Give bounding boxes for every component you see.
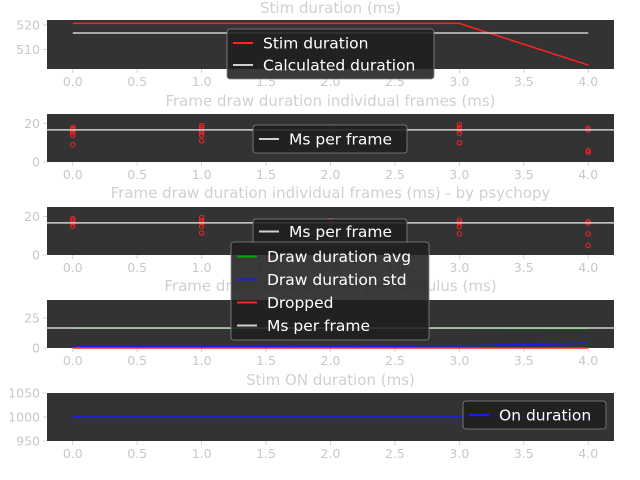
y-tick-label: 25 bbox=[24, 311, 40, 326]
x-tick-label: 1.0 bbox=[192, 260, 212, 275]
x-tick-label: 0.5 bbox=[127, 167, 147, 182]
x-tick-label: 1.5 bbox=[256, 167, 276, 182]
x-tick-label: 3.5 bbox=[514, 260, 534, 275]
data-point bbox=[456, 121, 463, 128]
y-tick-label: 20 bbox=[24, 116, 40, 131]
legend-label: Stim duration bbox=[263, 35, 368, 53]
legend: Ms per frame bbox=[252, 124, 408, 154]
data-point bbox=[198, 122, 205, 129]
y-tick-label: 520 bbox=[16, 17, 40, 32]
x-tick-label: 0.5 bbox=[127, 353, 147, 368]
series-line bbox=[72, 342, 589, 348]
y-tick-label: 1050 bbox=[8, 386, 40, 401]
x-tick-label: 3.5 bbox=[514, 167, 534, 182]
x-tick-label: 4.0 bbox=[578, 446, 598, 461]
x-tick-label: 3.5 bbox=[514, 446, 534, 461]
data-point bbox=[70, 223, 76, 229]
data-point bbox=[198, 214, 205, 221]
data-point bbox=[198, 138, 205, 144]
data-point bbox=[198, 132, 205, 138]
x-tick-label: 2.0 bbox=[321, 167, 341, 182]
data-point bbox=[198, 230, 205, 236]
series-line bbox=[72, 22, 589, 66]
legend-label: Dropped bbox=[267, 294, 334, 312]
x-tick-label: 1.0 bbox=[192, 353, 212, 368]
x-tick-label: 3.0 bbox=[449, 167, 469, 182]
data-point bbox=[456, 140, 463, 146]
legend-label: Ms per frame bbox=[267, 317, 370, 335]
chart-title: Stim ON duration (ms) bbox=[246, 371, 415, 389]
chart-title: Stim duration (ms) bbox=[260, 0, 401, 17]
data-point bbox=[585, 242, 591, 249]
x-tick-label: 0.0 bbox=[63, 446, 83, 461]
x-tick-label: 1.0 bbox=[192, 446, 212, 461]
x-tick-label: 0.0 bbox=[63, 74, 83, 89]
y-tick-label: 0 bbox=[32, 248, 40, 263]
legend-box bbox=[252, 124, 408, 154]
legend-box bbox=[462, 400, 607, 430]
x-tick-label: 3.0 bbox=[449, 353, 469, 368]
x-tick-label: 3.0 bbox=[449, 260, 469, 275]
legend-label: Ms per frame bbox=[289, 131, 392, 149]
data-point bbox=[585, 149, 591, 156]
data-point bbox=[585, 231, 591, 237]
chart-title: Frame draw duration individual frames (m… bbox=[111, 184, 551, 202]
x-tick-label: 1.5 bbox=[256, 446, 276, 461]
x-tick-label: 1.0 bbox=[192, 74, 212, 89]
x-tick-label: 0.5 bbox=[127, 74, 147, 89]
data-point bbox=[70, 132, 76, 138]
data-point bbox=[456, 130, 463, 136]
data-point bbox=[456, 223, 463, 229]
data-point bbox=[585, 147, 591, 154]
x-tick-label: 3.0 bbox=[449, 446, 469, 461]
x-tick-label: 2.5 bbox=[385, 167, 405, 182]
x-tick-label: 0.0 bbox=[63, 167, 83, 182]
legend-label: On duration bbox=[499, 407, 591, 425]
legend-box bbox=[230, 241, 430, 341]
y-tick-label: 0 bbox=[32, 155, 40, 170]
x-tick-label: 0.5 bbox=[127, 446, 147, 461]
legend-label: Draw duration std bbox=[267, 271, 407, 289]
y-tick-label: 950 bbox=[16, 434, 40, 449]
y-tick-label: 1000 bbox=[8, 410, 40, 425]
legend-label: Draw duration avg bbox=[267, 248, 411, 266]
x-tick-label: 4.0 bbox=[578, 74, 598, 89]
x-tick-label: 1.0 bbox=[192, 167, 212, 182]
x-tick-label: 1.5 bbox=[256, 353, 276, 368]
legend-label: Calculated duration bbox=[263, 57, 415, 75]
data-point bbox=[70, 215, 76, 222]
x-tick-label: 4.0 bbox=[578, 167, 598, 182]
x-tick-label: 2.0 bbox=[321, 353, 341, 368]
x-tick-label: 3.0 bbox=[449, 74, 469, 89]
data-point bbox=[198, 223, 205, 229]
x-tick-label: 2.5 bbox=[385, 353, 405, 368]
x-tick-label: 4.0 bbox=[578, 353, 598, 368]
data-point bbox=[456, 231, 463, 237]
legend-box bbox=[226, 28, 435, 80]
x-tick-label: 0.0 bbox=[63, 260, 83, 275]
data-point bbox=[70, 126, 76, 132]
data-point bbox=[70, 142, 76, 148]
x-tick-label: 3.5 bbox=[514, 353, 534, 368]
y-tick-label: 20 bbox=[24, 209, 40, 224]
legend-label: Ms per frame bbox=[289, 223, 392, 241]
x-tick-label: 0.0 bbox=[63, 353, 83, 368]
y-tick-label: 510 bbox=[16, 42, 40, 57]
x-tick-label: 0.5 bbox=[127, 260, 147, 275]
x-tick-label: 2.0 bbox=[321, 446, 341, 461]
x-tick-label: 2.5 bbox=[385, 446, 405, 461]
y-tick-label: 0 bbox=[32, 341, 40, 356]
x-tick-label: 3.5 bbox=[514, 74, 534, 89]
chart-title: Frame draw duration individual frames (m… bbox=[165, 92, 495, 110]
x-tick-label: 4.0 bbox=[578, 260, 598, 275]
legend: Ms per frame bbox=[252, 218, 408, 245]
legend: On duration bbox=[462, 400, 607, 430]
